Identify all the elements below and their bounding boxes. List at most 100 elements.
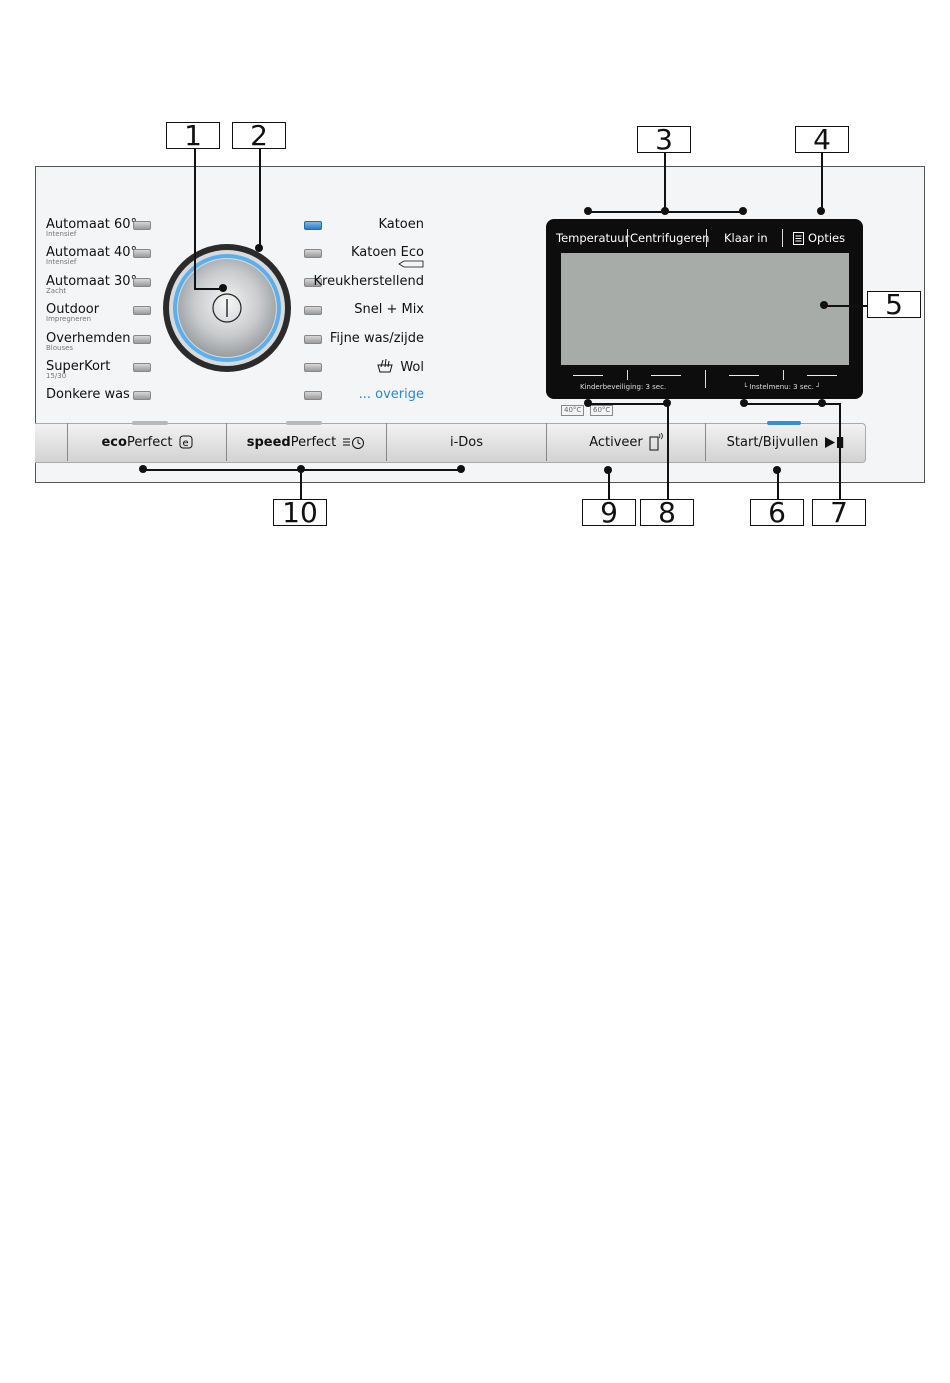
- leader-line-5: [825, 305, 868, 307]
- leader-dot-1: [219, 284, 227, 292]
- leader-dot-7: [818, 399, 826, 407]
- program-led: [304, 306, 322, 315]
- display-marker: [651, 375, 681, 376]
- program-label: Katoen Eco: [351, 245, 424, 260]
- activeer-button[interactable]: Activeer: [546, 423, 705, 461]
- program-led: [304, 391, 322, 400]
- speed-rest: Perfect: [290, 434, 337, 450]
- leader-dot-5: [820, 301, 828, 309]
- program-led: [133, 221, 151, 230]
- speedperfect-button[interactable]: speedPerfect: [226, 423, 386, 461]
- callout-5: 5: [867, 291, 921, 319]
- program-sublabel: Intensief: [46, 258, 77, 266]
- program-dial[interactable]: [160, 241, 294, 375]
- leader-line-7: [744, 403, 840, 405]
- program-left-6: Donkere was: [46, 387, 130, 402]
- callout-8: 8: [640, 499, 694, 527]
- tab-opties[interactable]: Opties: [808, 231, 846, 245]
- leader-dot-3: [584, 207, 592, 215]
- eco-e-icon: e: [179, 435, 192, 449]
- leader-dot-3: [739, 207, 747, 215]
- program-label: Fijne was/zijde: [329, 331, 424, 346]
- leader-line-4: [821, 153, 823, 211]
- instelmenu-label: └ Instelmenu: 3 sec. ┘: [743, 383, 821, 391]
- start-bijvullen-button[interactable]: Start/Bijvullen: [705, 423, 865, 461]
- speed-bold: speed: [246, 434, 291, 450]
- leader-line-8: [588, 403, 668, 405]
- leader-line-1: [194, 288, 223, 290]
- eco-indicator: [132, 421, 168, 425]
- speed-clock-icon: [343, 437, 365, 449]
- idos-label: i-Dos: [449, 434, 484, 450]
- program-right-6: ... overige: [359, 387, 424, 402]
- leader-dot-10: [297, 465, 305, 473]
- program-right-0: Katoen: [378, 217, 424, 232]
- power-icon[interactable]: [212, 293, 242, 323]
- speed-indicator: [286, 421, 322, 425]
- leader-dot-6: [773, 466, 781, 474]
- leader-dot-8: [663, 399, 671, 407]
- leader-line-10: [300, 469, 302, 500]
- program-led: [304, 278, 322, 287]
- callout-6: 6: [750, 499, 804, 527]
- program-right-1: Katoen Eco: [351, 245, 424, 268]
- program-sublabel: Impregneren: [46, 315, 92, 323]
- program-led: [133, 249, 151, 258]
- kinderbeveiliging-label: Kinderbeveiliging: 3 sec.: [580, 383, 667, 391]
- program-label: Automaat 60°: [46, 217, 138, 232]
- program-sublabel: Intensief: [46, 230, 77, 238]
- temp-40-tag: 40°C: [561, 405, 585, 416]
- program-label: Donkere was: [46, 387, 130, 402]
- eco-bold: eco: [101, 434, 127, 450]
- leader-dot-2: [255, 244, 263, 252]
- tab-temperatuur[interactable]: Temperatuur: [556, 231, 630, 245]
- leader-dot-3: [661, 207, 669, 215]
- program-label: Kreukherstellend: [313, 274, 424, 289]
- lcd-screen: [561, 253, 849, 365]
- display-separator: [783, 370, 784, 380]
- smartphone-activate-icon: [649, 433, 663, 451]
- program-led-active: [304, 221, 322, 230]
- callout-9: 9: [582, 499, 636, 527]
- leader-line-8: [667, 403, 669, 500]
- program-left-2: Automaat 30°Zacht: [46, 274, 137, 295]
- program-label: Snel + Mix: [354, 302, 424, 317]
- display-separator: [706, 229, 707, 247]
- eco-rest: Perfect: [126, 434, 173, 450]
- program-sublabel: Blouses: [46, 344, 74, 352]
- program-sublabel: Zacht: [46, 287, 67, 295]
- tab-klaar-in[interactable]: Klaar in: [724, 231, 768, 245]
- program-led: [133, 278, 151, 287]
- leader-line-6: [777, 470, 779, 500]
- ecoperfect-button[interactable]: ecoPerfect e: [67, 423, 226, 461]
- temp-60-tag: 60°C: [590, 405, 614, 416]
- program-label: SuperKort: [46, 359, 111, 374]
- program-sublabel: 15/30: [46, 372, 67, 380]
- idos-button[interactable]: i-Dos: [386, 423, 546, 461]
- program-label: ... overige: [358, 387, 424, 402]
- button-bar: [35, 423, 866, 463]
- svg-text:e: e: [182, 438, 188, 449]
- start-label: Start/Bijvullen: [726, 434, 819, 450]
- display-marker: [729, 375, 759, 376]
- callout-7: 7: [812, 499, 866, 527]
- leader-line-3: [664, 153, 666, 211]
- program-led: [304, 335, 322, 344]
- callout-2: 2: [232, 122, 286, 150]
- program-right-4: Fijne was/zijde: [330, 331, 424, 346]
- program-led: [133, 306, 151, 315]
- activeer-label: Activeer: [589, 434, 643, 450]
- program-led: [133, 335, 151, 344]
- leader-dot-7: [740, 399, 748, 407]
- program-led: [133, 363, 151, 372]
- display-marker: [573, 375, 603, 376]
- program-led: [304, 363, 322, 372]
- leader-line-7: [839, 403, 841, 500]
- program-left-1: Automaat 40°Intensief: [46, 245, 137, 266]
- tab-centrifugeren[interactable]: Centrifugeren: [630, 231, 710, 245]
- callout-3: 3: [637, 126, 691, 154]
- display-separator: [705, 370, 706, 388]
- program-right-5: Wol: [376, 358, 424, 375]
